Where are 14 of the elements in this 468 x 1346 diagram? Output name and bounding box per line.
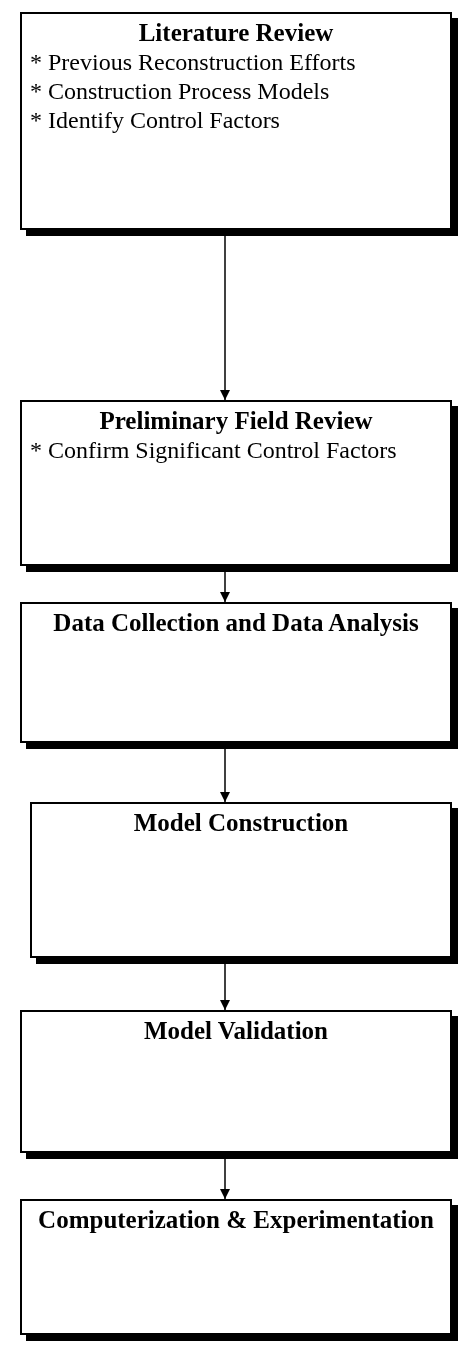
box-heading: Model Construction (132, 808, 350, 838)
box-heading: Preliminary Field Review (98, 406, 374, 436)
bullet-item: * Identify Control Factors (30, 105, 281, 135)
box-heading: Data Collection and Data Analysis (52, 608, 420, 638)
arrow (219, 748, 231, 803)
bullet-item: * Confirm Significant Control Factors (30, 436, 398, 465)
box-heading: Computerization & Experimentation (37, 1205, 435, 1235)
arrow (219, 571, 231, 603)
bullet-item: * Previous Reconstruction Efforts (30, 48, 357, 77)
bullet-item: * Construction Process Models (30, 76, 331, 106)
box-heading: Model Validation (142, 1016, 330, 1046)
box-heading: Literature Review (137, 18, 335, 48)
arrow (219, 963, 231, 1011)
arrow (219, 1158, 231, 1200)
